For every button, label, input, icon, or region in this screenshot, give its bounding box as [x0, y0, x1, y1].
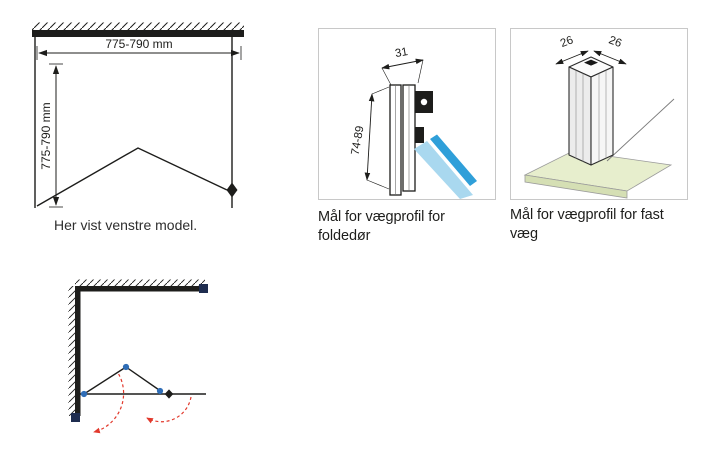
depth-dimension-label: 775-790 mm: [39, 102, 53, 169]
fixed-wall-profile-caption: Mål for vægprofil for fast væg: [510, 207, 664, 242]
left-dimension: 26: [555, 34, 589, 65]
pointer-line: [606, 98, 675, 162]
folding-door-line: [36, 147, 228, 207]
door-swing-plan-diagram: [68, 279, 208, 434]
fixed-wall-profile-panel: 26 26: [510, 28, 688, 200]
profile-width-label: 31: [394, 46, 409, 60]
width-dimension-label: 775-790 mm: [105, 37, 172, 51]
floor-slab-edge: [524, 174, 628, 199]
door-swing-arrow: [93, 373, 125, 434]
shower-plan-diagram: 775-790 mm 775-790 mm: [32, 22, 244, 208]
depth-dimension: 775-790 mm: [39, 63, 63, 208]
door-handle-diamond-icon: [164, 389, 174, 399]
profile-height-dimension: 74-89: [350, 86, 390, 190]
left-dimension-label: 26: [559, 34, 575, 50]
right-dimension: 26: [593, 34, 627, 65]
fold-door-profile-caption: Mål for vægprofil for foldedør: [318, 209, 445, 244]
profile-channel-lines: [575, 70, 607, 162]
left-wall-hatching: [68, 286, 75, 416]
profile-width-dimension: 31: [381, 46, 424, 86]
screw-channel-icon: [584, 59, 598, 66]
hinge-dot-icon: [80, 390, 88, 398]
fold-door-profile-panel: 31 74-89: [318, 28, 496, 200]
right-dimension-label: 26: [607, 34, 623, 50]
profile-height-label: 74-89: [350, 125, 367, 156]
fitting-block: [415, 127, 424, 143]
left-wall: [75, 286, 81, 416]
door-handle-diamond-icon: [226, 182, 238, 198]
glass-pane: [414, 141, 473, 199]
profile-body: [568, 56, 614, 166]
fixed-wall-profile-drawing: 26 26: [523, 34, 675, 199]
hinge-dot-icon: [156, 387, 164, 395]
shower-plan-caption: Her vist venstre model.: [54, 217, 198, 233]
fold-door-profile-drawing: 31 74-89: [350, 46, 477, 199]
top-wall: [32, 30, 244, 37]
wall-anchor-icon: [199, 284, 208, 293]
folding-door-line: [83, 366, 163, 395]
hinge-dot-icon: [122, 363, 130, 371]
glass-edge: [430, 134, 477, 186]
wall-hatching: [32, 22, 244, 30]
width-dimension: 775-790 mm: [36, 37, 242, 60]
wall-anchor-icon: [71, 413, 80, 422]
wall-profile-section: [389, 84, 433, 196]
top-wall: [75, 286, 205, 292]
top-wall-hatching: [75, 279, 205, 286]
screw-hole-icon: [420, 98, 428, 106]
door-swing-arrow: [146, 396, 192, 424]
